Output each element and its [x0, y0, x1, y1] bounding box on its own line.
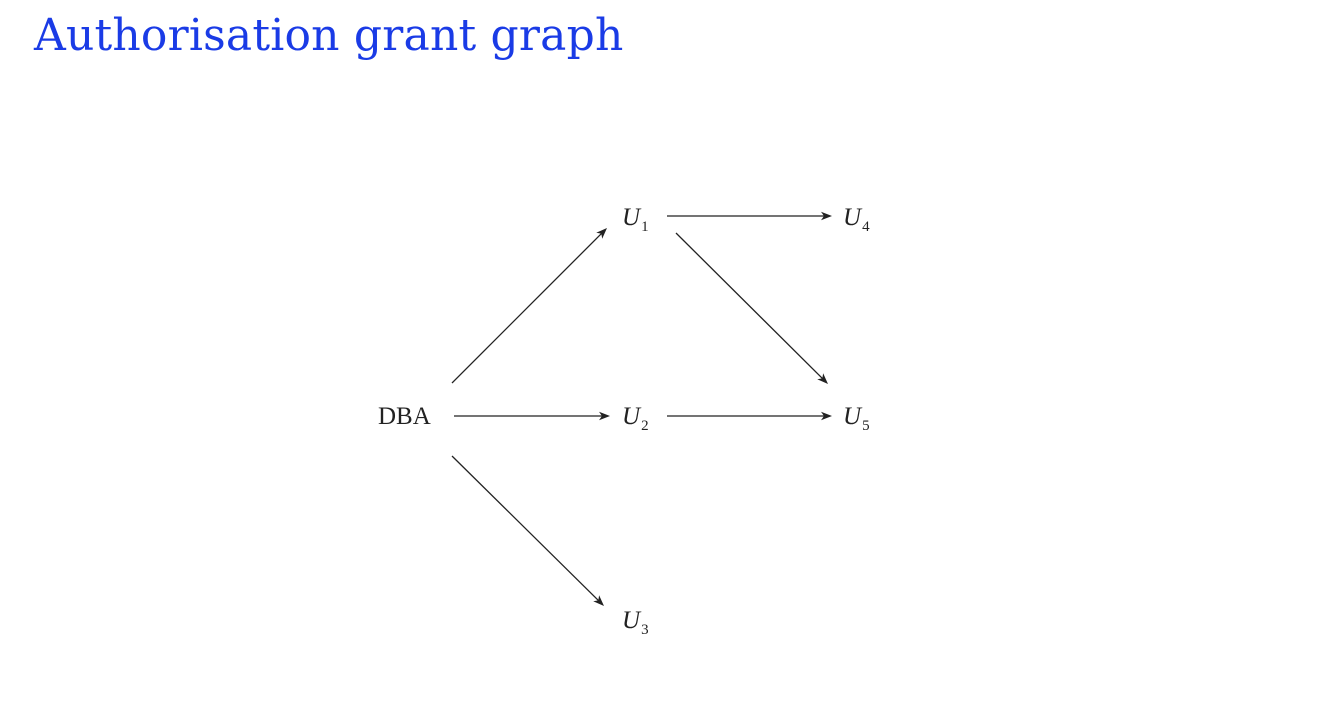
- node-subscript: 5: [862, 418, 870, 434]
- edge-line: [451, 455, 602, 604]
- node-u5: U5: [843, 403, 870, 434]
- edge-line: [451, 230, 605, 384]
- node-label: U: [843, 403, 863, 430]
- arrowhead-icon: [821, 411, 832, 421]
- node-label: U: [622, 403, 642, 430]
- node-subscript: 4: [862, 219, 870, 235]
- edge-dba-u3: [451, 455, 604, 606]
- arrowhead-icon: [817, 373, 828, 384]
- edge-dba-u2: [454, 411, 610, 421]
- node-subscript: 1: [641, 219, 649, 235]
- edge-u1-u4: [667, 211, 832, 221]
- node-subscript: 3: [641, 622, 649, 638]
- node-label: U: [843, 204, 863, 231]
- node-u4: U4: [843, 204, 870, 235]
- node-u2: U2: [622, 403, 649, 434]
- edges-layer: [451, 211, 832, 606]
- edge-dba-u1: [451, 228, 607, 384]
- edge-line: [675, 232, 826, 382]
- node-subscript: 2: [641, 418, 649, 434]
- arrowhead-icon: [596, 228, 607, 239]
- slide-title: Authorisation grant graph: [34, 10, 624, 61]
- node-u1: U1: [622, 204, 649, 235]
- node-u3: U3: [622, 607, 649, 638]
- arrowhead-icon: [599, 411, 610, 421]
- node-label: DBA: [378, 403, 431, 430]
- edge-u2-u5: [667, 411, 832, 421]
- node-label: U: [622, 204, 642, 231]
- arrowhead-icon: [593, 595, 604, 606]
- node-label: U: [622, 607, 642, 634]
- arrowhead-icon: [821, 211, 832, 221]
- edge-u1-u5: [675, 232, 828, 384]
- node-dba: DBA: [378, 403, 431, 430]
